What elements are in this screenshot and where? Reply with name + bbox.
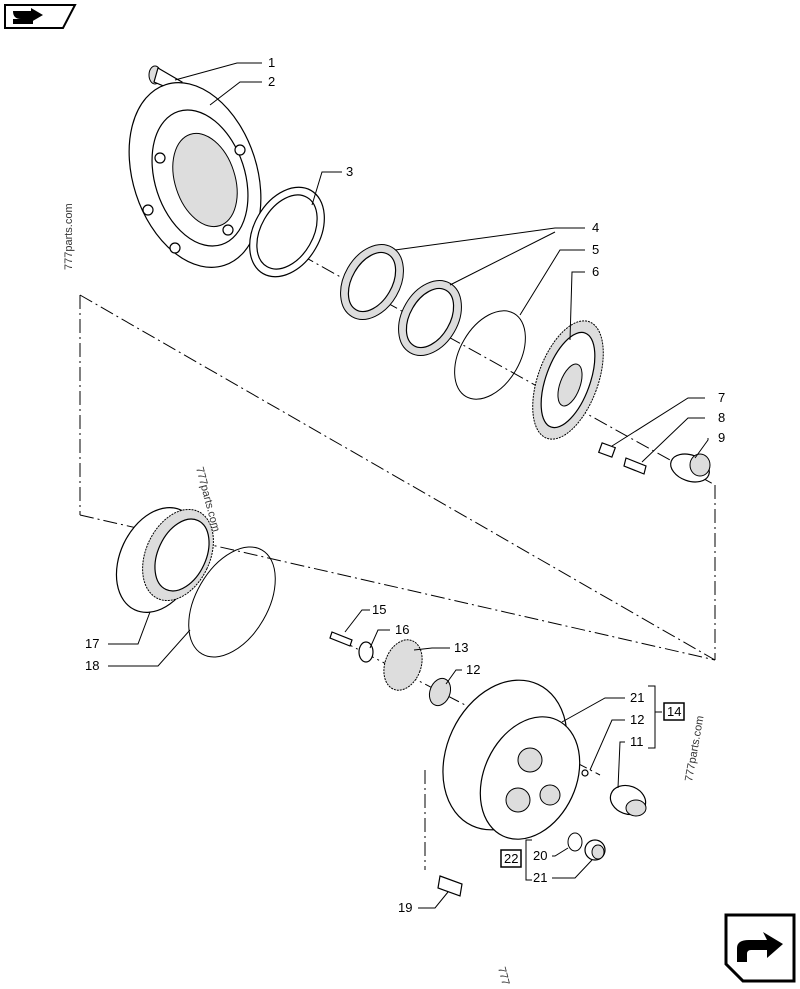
part-7-pin: [597, 442, 617, 458]
callout-12: 12: [466, 662, 480, 677]
callout-19: 19: [398, 900, 412, 915]
callout-3: 3: [346, 164, 353, 179]
next-page-arrow-icon: [724, 913, 796, 983]
leader-lines: [108, 62, 709, 909]
part-12-pin-small: [581, 769, 589, 777]
callout-17: 17: [85, 636, 99, 651]
callout-14: 14: [667, 704, 681, 719]
part-4-bearing-b: [398, 280, 462, 356]
part-17-ring-gear: [115, 507, 214, 613]
previous-page-button[interactable]: [3, 3, 77, 30]
prev-page-arrow-icon: [4, 4, 77, 29]
part-13-planet-gear: [383, 639, 423, 691]
part-2-hub-housing: [128, 82, 262, 268]
part-3-seal: [249, 186, 325, 278]
part-21-plug-small: [584, 839, 606, 861]
callout-18: 18: [85, 658, 99, 673]
part-16-washer: [358, 641, 374, 663]
part-11-plug: [609, 784, 647, 817]
callout-9: 9: [718, 430, 725, 445]
part-18-o-ring: [188, 546, 276, 658]
part-5-snap-ring: [454, 310, 526, 400]
callout-14-box: 14: [663, 702, 685, 721]
part-12-needle-bearing: [428, 677, 452, 707]
callout-13: 13: [454, 640, 468, 655]
callout-12-lower: 12: [630, 712, 644, 727]
part-21-planet-carrier: [442, 679, 581, 840]
callout-22: 22: [504, 851, 518, 866]
callout-5: 5: [592, 242, 599, 257]
part-6-gear-ring: [532, 320, 604, 440]
part-20-o-ring-small: [567, 832, 583, 852]
watermark-bottom: 777: [495, 966, 511, 985]
callout-1: 1: [268, 55, 275, 70]
callout-8: 8: [718, 410, 725, 425]
callout-2: 2: [268, 74, 275, 89]
callout-21-bottom: 21: [533, 870, 547, 885]
callout-22-box: 22: [500, 849, 522, 868]
part-9-bushing: [670, 453, 711, 483]
callout-21-top: 21: [630, 690, 644, 705]
callout-16: 16: [395, 622, 409, 637]
watermark-left: 777parts.com: [63, 203, 75, 270]
callout-20: 20: [533, 848, 547, 863]
part-8-bolt: [623, 457, 647, 475]
callout-4: 4: [592, 220, 599, 235]
callout-7: 7: [718, 390, 725, 405]
callout-15: 15: [372, 602, 386, 617]
callout-11: 11: [630, 734, 644, 749]
part-15-screw: [329, 631, 353, 647]
axis-diagonal: [79, 294, 716, 661]
callout-6: 6: [592, 264, 599, 279]
watermark-right: 777parts.com: [683, 715, 706, 783]
part-4-bearing-a: [340, 244, 404, 320]
part-19-bolt: [437, 875, 463, 897]
next-page-button[interactable]: [723, 912, 797, 984]
